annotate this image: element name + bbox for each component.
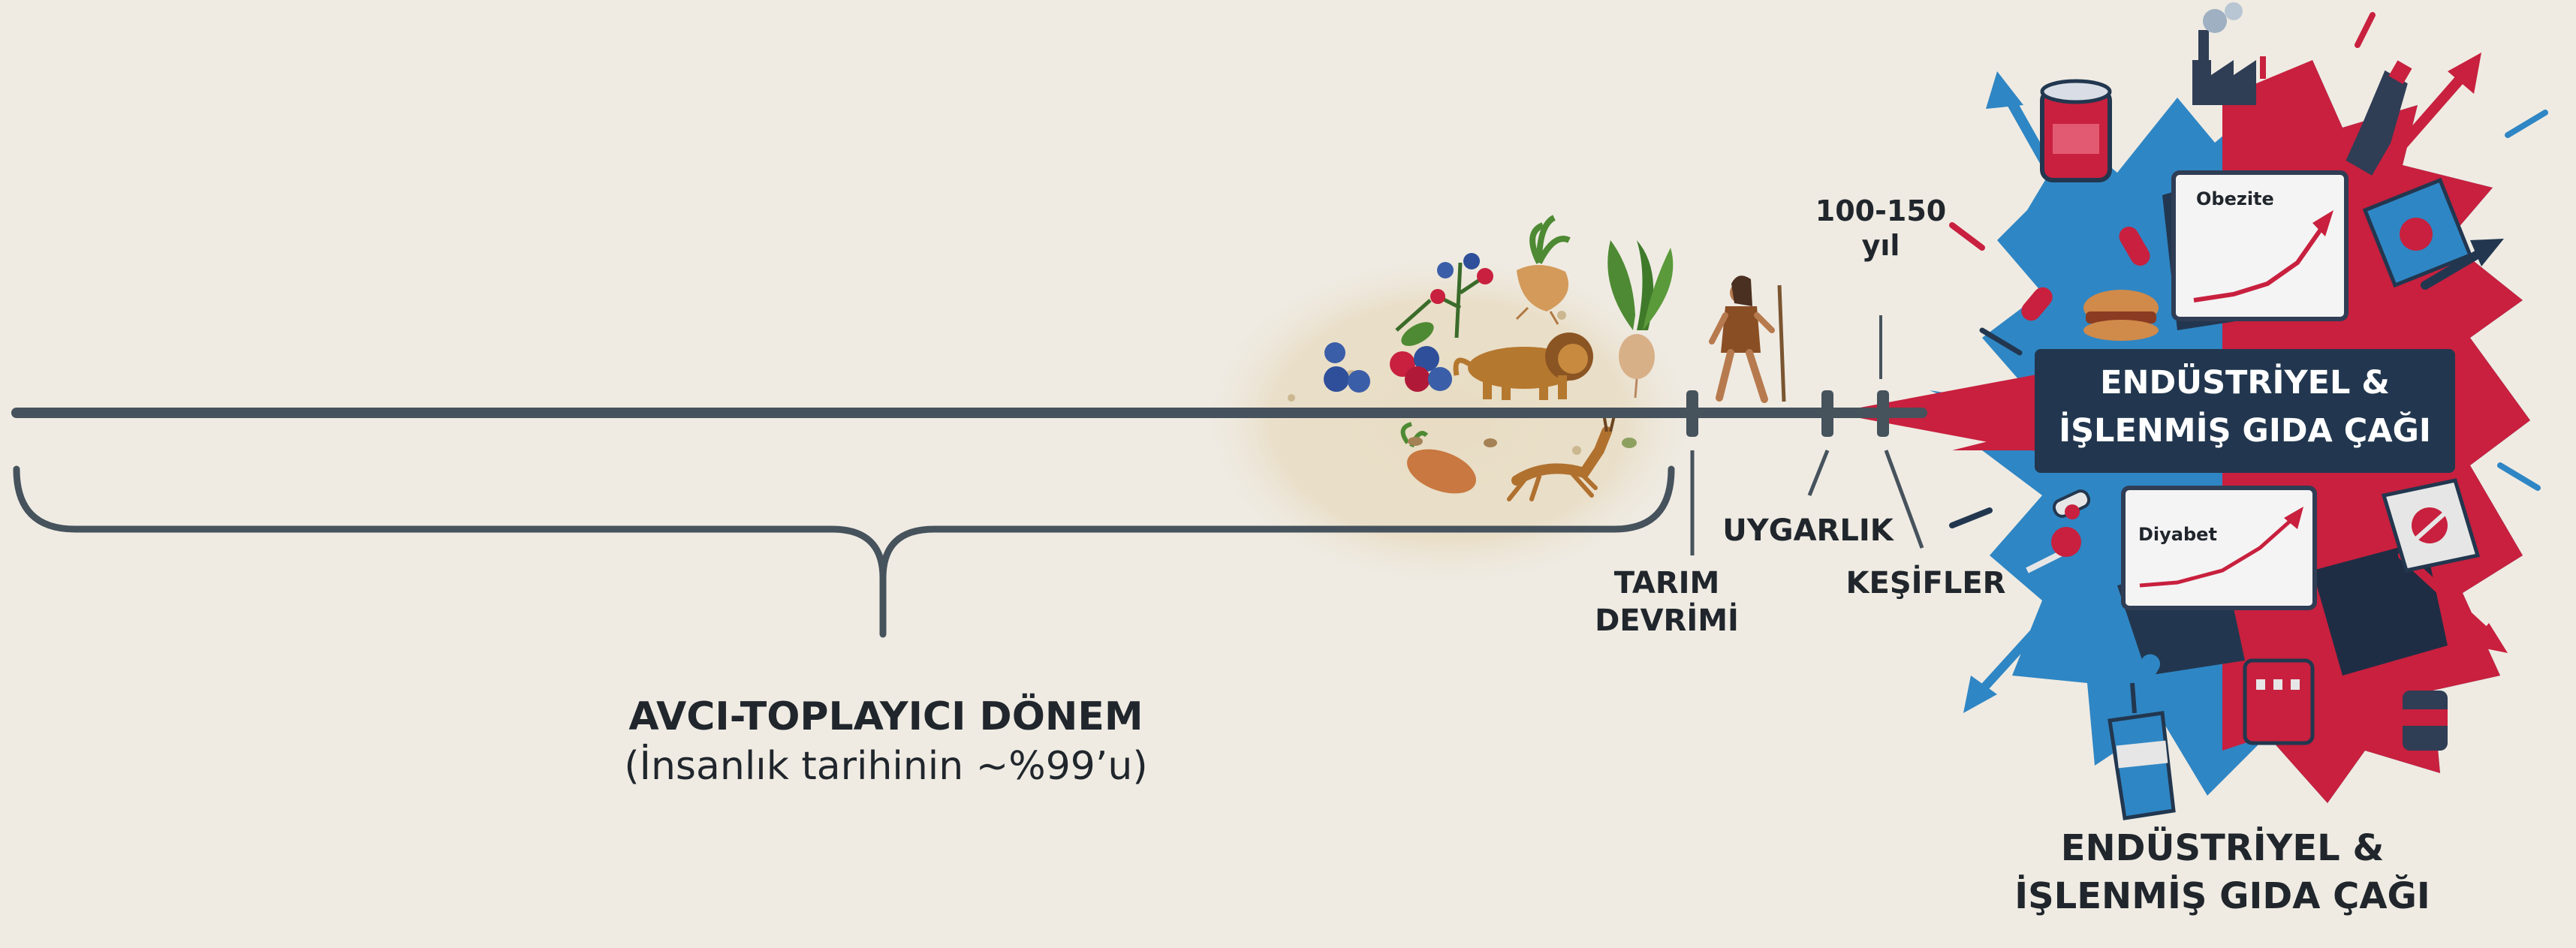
duration-label: 100-150 yıl bbox=[1798, 194, 1963, 263]
industrial-era-banner-line1: ENDÜSTRİYEL & bbox=[2036, 359, 2454, 407]
canned-food-icon bbox=[2042, 81, 2110, 180]
diabetes-chart-title: Diyabet bbox=[2138, 523, 2243, 546]
agricultural-revolution-line1: TARIM bbox=[1577, 564, 1757, 602]
factory-icon bbox=[2192, 2, 2266, 105]
hunter-gatherer-note: (İnsanlık tarihinin ~%99’u) bbox=[548, 742, 1224, 791]
tick-agricultural-revolution bbox=[1686, 390, 1698, 437]
caveman-icon bbox=[1712, 275, 1784, 402]
can-icon-lower bbox=[2403, 691, 2448, 751]
agricultural-revolution-label: TARIM DEVRİMİ bbox=[1577, 564, 1757, 640]
industrial-era-caption-line1: ENDÜSTRİYEL & bbox=[1952, 824, 2493, 872]
discoveries-label: KEŞİFLER bbox=[1832, 564, 2020, 602]
industrial-era-banner: ENDÜSTRİYEL & İŞLENMİŞ GIDA ÇAĞI bbox=[2036, 359, 2454, 455]
burger-icon bbox=[2083, 290, 2159, 341]
tick-discoveries bbox=[1877, 390, 1889, 437]
tick-civilization bbox=[1821, 390, 1833, 437]
processed-snack-icon bbox=[2245, 661, 2312, 743]
civilization-label: UYGARLIK bbox=[1703, 512, 1913, 549]
industrial-era-caption-line2: İŞLENMİŞ GIDA ÇAĞI bbox=[1952, 872, 2493, 920]
hunter-gatherer-title: AVCI-TOPLAYICI DÖNEM bbox=[548, 692, 1224, 742]
duration-unit: yıl bbox=[1798, 228, 1963, 263]
industrial-era-banner-line2: İŞLENMİŞ GIDA ÇAĞI bbox=[2036, 407, 2454, 455]
obesity-chart-title: Obezite bbox=[2196, 188, 2331, 210]
agricultural-revolution-line2: DEVRİMİ bbox=[1577, 602, 1757, 640]
leader-civilization bbox=[1809, 450, 1827, 495]
prehistoric-food-cluster bbox=[1194, 218, 1704, 593]
industrial-era-caption: ENDÜSTRİYEL & İŞLENMİŞ GIDA ÇAĞI bbox=[1952, 824, 2493, 920]
hunter-gatherer-label: AVCI-TOPLAYICI DÖNEM (İnsanlık tarihinin… bbox=[548, 692, 1224, 791]
diabetes-chart-card bbox=[2123, 488, 2315, 608]
duration-value: 100-150 bbox=[1798, 194, 1963, 228]
